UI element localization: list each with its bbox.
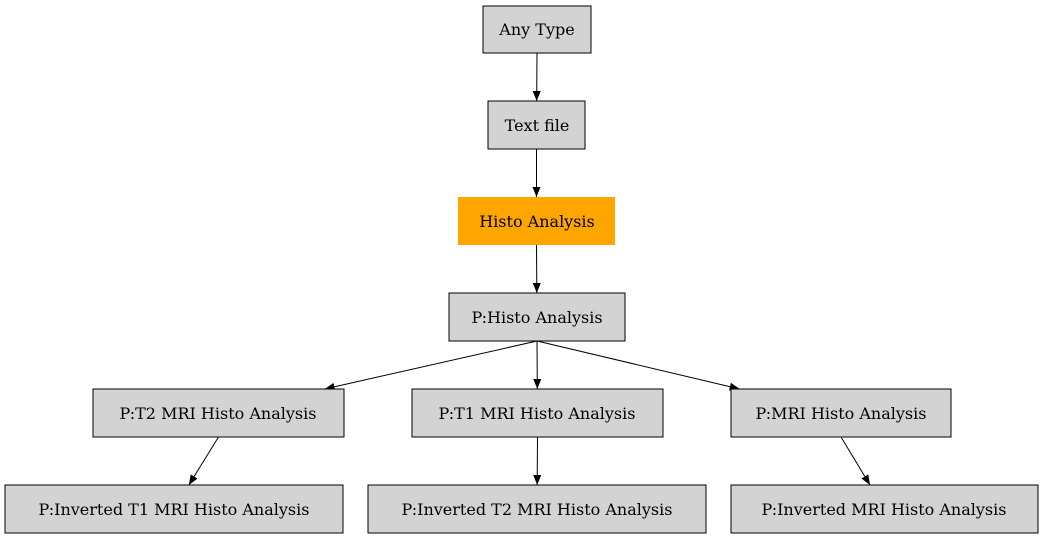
node-p-t2-mri-histo-analysis-label: P:T2 MRI Histo Analysis <box>120 404 317 423</box>
edge-p-mri-to-p-inv-mri <box>840 436 871 486</box>
node-p-t1-mri-histo-analysis-label: P:T1 MRI Histo Analysis <box>439 404 636 423</box>
edge-p-t2-mri-to-p-inv-t1-mri <box>188 436 219 486</box>
node-p-mri-histo-analysis[interactable]: P:MRI Histo Analysis <box>730 388 952 438</box>
node-histo-analysis[interactable]: Histo Analysis <box>458 197 615 245</box>
node-histo-analysis-label: Histo Analysis <box>479 212 595 231</box>
node-p-inverted-mri-histo-analysis-label: P:Inverted MRI Histo Analysis <box>762 500 1007 519</box>
node-p-histo-analysis-label: P:Histo Analysis <box>471 308 602 327</box>
node-p-t1-mri-histo-analysis[interactable]: P:T1 MRI Histo Analysis <box>411 388 664 438</box>
node-p-inverted-t2-mri-histo-analysis[interactable]: P:Inverted T2 MRI Histo Analysis <box>367 484 707 534</box>
node-text-file-label: Text file <box>505 116 570 135</box>
edges-layer <box>188 52 871 486</box>
node-text-file[interactable]: Text file <box>487 100 586 150</box>
node-p-t2-mri-histo-analysis[interactable]: P:T2 MRI Histo Analysis <box>92 388 345 438</box>
edge-p-histo-analysis-to-p-mri <box>536 340 740 391</box>
edge-p-histo-analysis-to-p-t2-mri <box>324 340 538 391</box>
node-p-histo-analysis[interactable]: P:Histo Analysis <box>448 292 626 342</box>
node-p-inverted-t1-mri-histo-analysis-label: P:Inverted T1 MRI Histo Analysis <box>39 500 310 519</box>
node-p-inverted-t1-mri-histo-analysis[interactable]: P:Inverted T1 MRI Histo Analysis <box>4 484 344 534</box>
node-p-mri-histo-analysis-label: P:MRI Histo Analysis <box>756 404 927 423</box>
node-any-type[interactable]: Any Type <box>482 5 592 54</box>
node-any-type-label: Any Type <box>498 20 574 39</box>
nodes-layer: Any Type Text file Histo Analysis P:Hist… <box>4 5 1039 534</box>
node-p-inverted-mri-histo-analysis[interactable]: P:Inverted MRI Histo Analysis <box>730 484 1039 534</box>
node-p-inverted-t2-mri-histo-analysis-label: P:Inverted T2 MRI Histo Analysis <box>402 500 673 519</box>
